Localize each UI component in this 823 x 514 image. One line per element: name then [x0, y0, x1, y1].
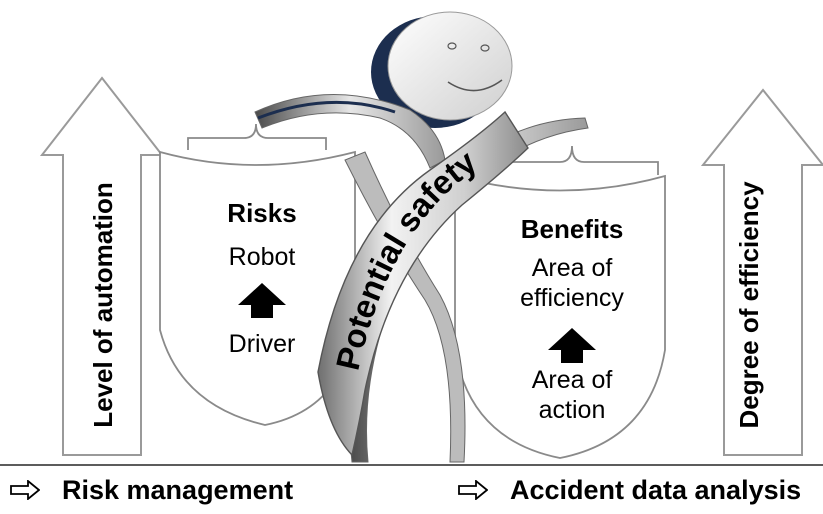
level-of-automation-label: Level of automation — [88, 182, 118, 428]
degree-of-efficiency-label: Degree of efficiency — [734, 181, 764, 429]
benefits-content: Benefits Area of efficiency Area of acti… — [520, 214, 624, 424]
up-arrow-icon — [548, 328, 596, 363]
smile-icon — [447, 79, 503, 92]
risk-management-label: Risk management — [62, 474, 294, 505]
benefits-shield — [454, 145, 666, 459]
area-of-action-line1: Area of — [532, 366, 613, 394]
accident-data-analysis-label: Accident data analysis — [510, 474, 802, 505]
risks-content: Risks Robot Driver — [227, 198, 296, 358]
right-arrow-icon — [10, 480, 40, 500]
driver-label: Driver — [229, 330, 296, 358]
footer-risk-management: Risk management — [10, 470, 293, 510]
benefits-title: Benefits — [521, 214, 624, 244]
robot-label: Robot — [229, 243, 296, 271]
smiley-figure — [254, 11, 589, 463]
degree-of-efficiency-arrow: Degree of efficiency — [700, 88, 823, 456]
left-eye-icon — [447, 42, 457, 50]
up-arrow-icon — [238, 283, 286, 318]
risks-title: Risks — [227, 198, 296, 228]
area-of-efficiency-line1: Area of — [532, 254, 613, 282]
area-of-efficiency-line2: efficiency — [520, 284, 624, 312]
level-of-automation-arrow: Level of automation — [39, 76, 165, 456]
area-of-action-line2: action — [539, 396, 606, 424]
footer-accident-data-analysis: Accident data analysis — [458, 470, 801, 510]
right-arrow-icon — [458, 480, 488, 500]
right-eye-icon — [480, 44, 490, 52]
